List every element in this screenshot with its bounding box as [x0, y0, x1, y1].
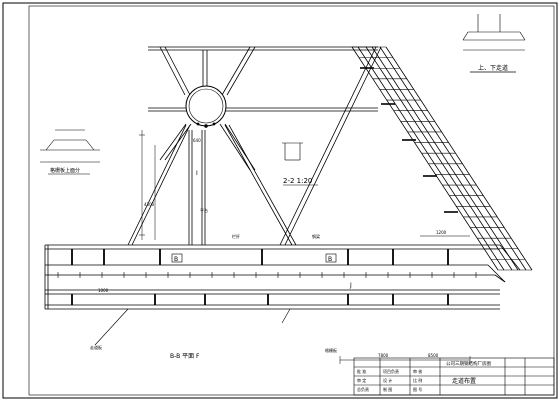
title-cell-9: 图 号: [413, 386, 422, 392]
mark-j: J: [349, 282, 352, 289]
detail-2-2: [282, 142, 303, 161]
detail-ring-title: 格栅板上面分: [50, 167, 80, 174]
hub-bolts: [196, 122, 216, 128]
dim-vertical: [139, 130, 156, 240]
hub-ring: [185, 85, 227, 127]
title-block: [353, 357, 555, 396]
title-cell-1: 批 准: [357, 368, 366, 374]
note-1: 栏杆: [232, 233, 240, 239]
dim-bottom: [339, 235, 471, 364]
dim-text-6: 8500: [428, 353, 439, 358]
note-4: 走道板: [90, 344, 102, 350]
title-cell-5: 设 计: [383, 377, 392, 383]
title-cell-7: 总负责: [357, 386, 369, 392]
section-2-2-title: 2-2 1:20: [283, 177, 312, 185]
title-company: 公司三期钢结构厂房图: [446, 360, 491, 367]
mark-box-right: [325, 253, 337, 263]
detail-stair-section: [462, 14, 526, 51]
walkway-posts: [71, 249, 449, 305]
dim-text-2: 4300: [144, 202, 155, 207]
detail-stair-title: 上、下走道: [478, 64, 508, 72]
stair-rungs: [352, 46, 532, 271]
title-cell-6: 比 例: [413, 377, 422, 383]
cut-lines: [94, 308, 291, 346]
title-cell-2: 项目负责: [383, 368, 399, 374]
title-cell-8: 制 图: [383, 386, 392, 392]
mark-i: I: [196, 170, 198, 177]
note-2: 钢梁: [312, 233, 320, 239]
dim-text-1: 640: [193, 138, 201, 143]
dim-text-3: 1200: [436, 230, 447, 235]
title-drawing-name: 走道布置: [452, 377, 476, 385]
title-cell-3: 审 核: [413, 368, 422, 374]
plan-title: B-B 平面 F: [170, 353, 200, 360]
walkway-platform: [44, 244, 521, 310]
mark-box-left: [171, 253, 183, 263]
truss-structure: [127, 46, 382, 246]
stair-run: [351, 46, 533, 271]
detail-ring-section: [40, 129, 100, 163]
mark-b-right: B: [328, 256, 332, 263]
note-5: 格栅板: [325, 347, 337, 353]
stair-posts: [360, 67, 458, 213]
hub-ring-inner: [188, 88, 224, 124]
title-cell-4: 审 定: [357, 377, 366, 383]
inner-border: [28, 5, 555, 396]
walkway-ticks: [57, 272, 477, 278]
dim-text-5: 1000: [98, 288, 109, 293]
dim-text-4: 7800: [378, 353, 389, 358]
note-3: 平台: [200, 207, 208, 213]
mark-b-left: B: [174, 256, 178, 263]
